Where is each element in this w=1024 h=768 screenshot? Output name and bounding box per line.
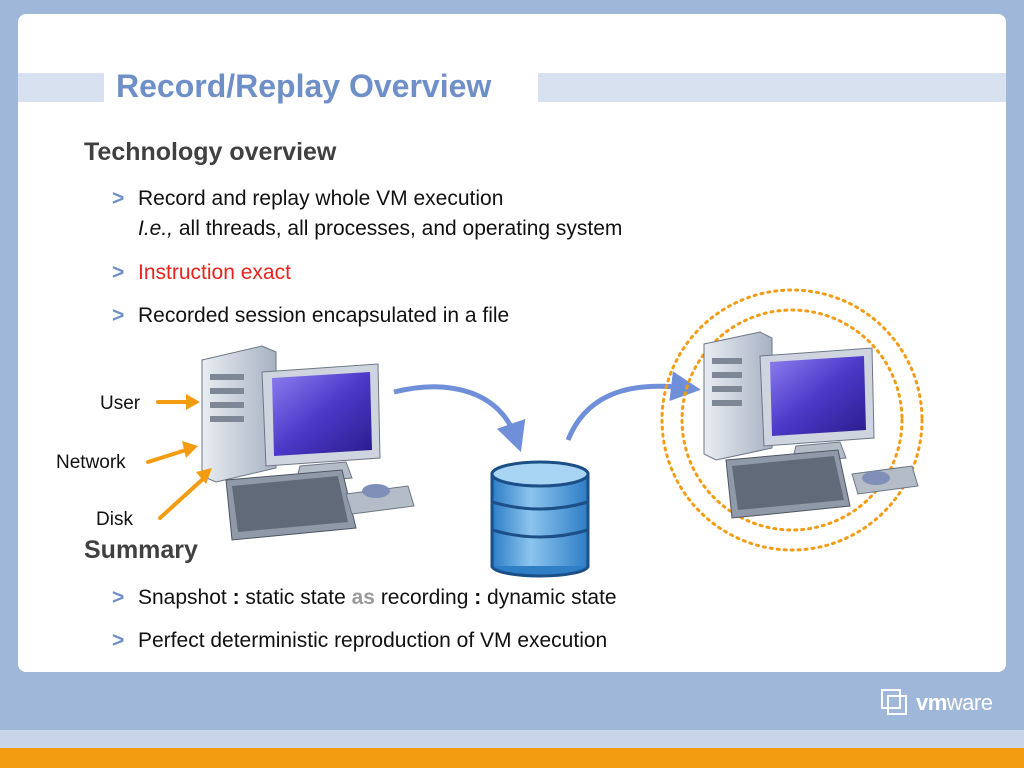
bullet-marker: > [112, 629, 125, 652]
bullet-text: static state [239, 586, 352, 609]
input-label-disk: Disk [96, 509, 133, 530]
bullet-marker: > [112, 261, 125, 284]
footer-strip [0, 730, 1024, 748]
bullet-text: dynamic state [481, 586, 617, 609]
bullet-marker: > [112, 586, 125, 609]
bullet-text: Recorded session encapsulated in a file [138, 304, 510, 327]
bullet-marker: > [112, 187, 125, 210]
bullet-text: Snapshot [138, 586, 233, 609]
as-keyword: as [351, 586, 375, 609]
bullet-marker: > [112, 304, 125, 327]
footer-orange-bar [0, 748, 1024, 768]
bullet-text: Instruction exact [138, 261, 291, 284]
bullet-snapshot: >Snapshot : static state as recording : … [112, 583, 617, 613]
bullet-text: all threads, all processes, and operatin… [173, 217, 623, 240]
section-heading-technology: Technology overview [84, 138, 337, 166]
bullet-text: Record and replay whole VM execution [138, 187, 504, 210]
slide-panel [18, 14, 1006, 672]
bullet-text: recording [374, 586, 475, 609]
colon-separator: : [232, 586, 240, 609]
input-label-user: User [100, 393, 141, 414]
section-heading-summary: Summary [84, 536, 198, 564]
bullet-text: Perfect deterministic reproduction of VM… [138, 629, 608, 652]
title-band-left [18, 73, 104, 102]
bullet-recorded-session: > Recorded session encapsulated in a file [112, 301, 509, 331]
logo-vm: vm [916, 690, 947, 715]
vmware-boxes-icon [881, 689, 907, 715]
colon-separator: : [474, 586, 482, 609]
title-band-right [538, 73, 1006, 102]
bullet-instruction-exact: > Instruction exact [112, 258, 291, 288]
vmware-logo: vmware [916, 690, 993, 716]
slide-title: Record/Replay Overview [116, 68, 492, 104]
input-label-network: Network [56, 452, 126, 473]
bullet-deterministic: > Perfect deterministic reproduction of V… [112, 626, 607, 656]
bullet-text-em: I.e., [138, 217, 174, 240]
logo-ware: ware [946, 690, 993, 715]
